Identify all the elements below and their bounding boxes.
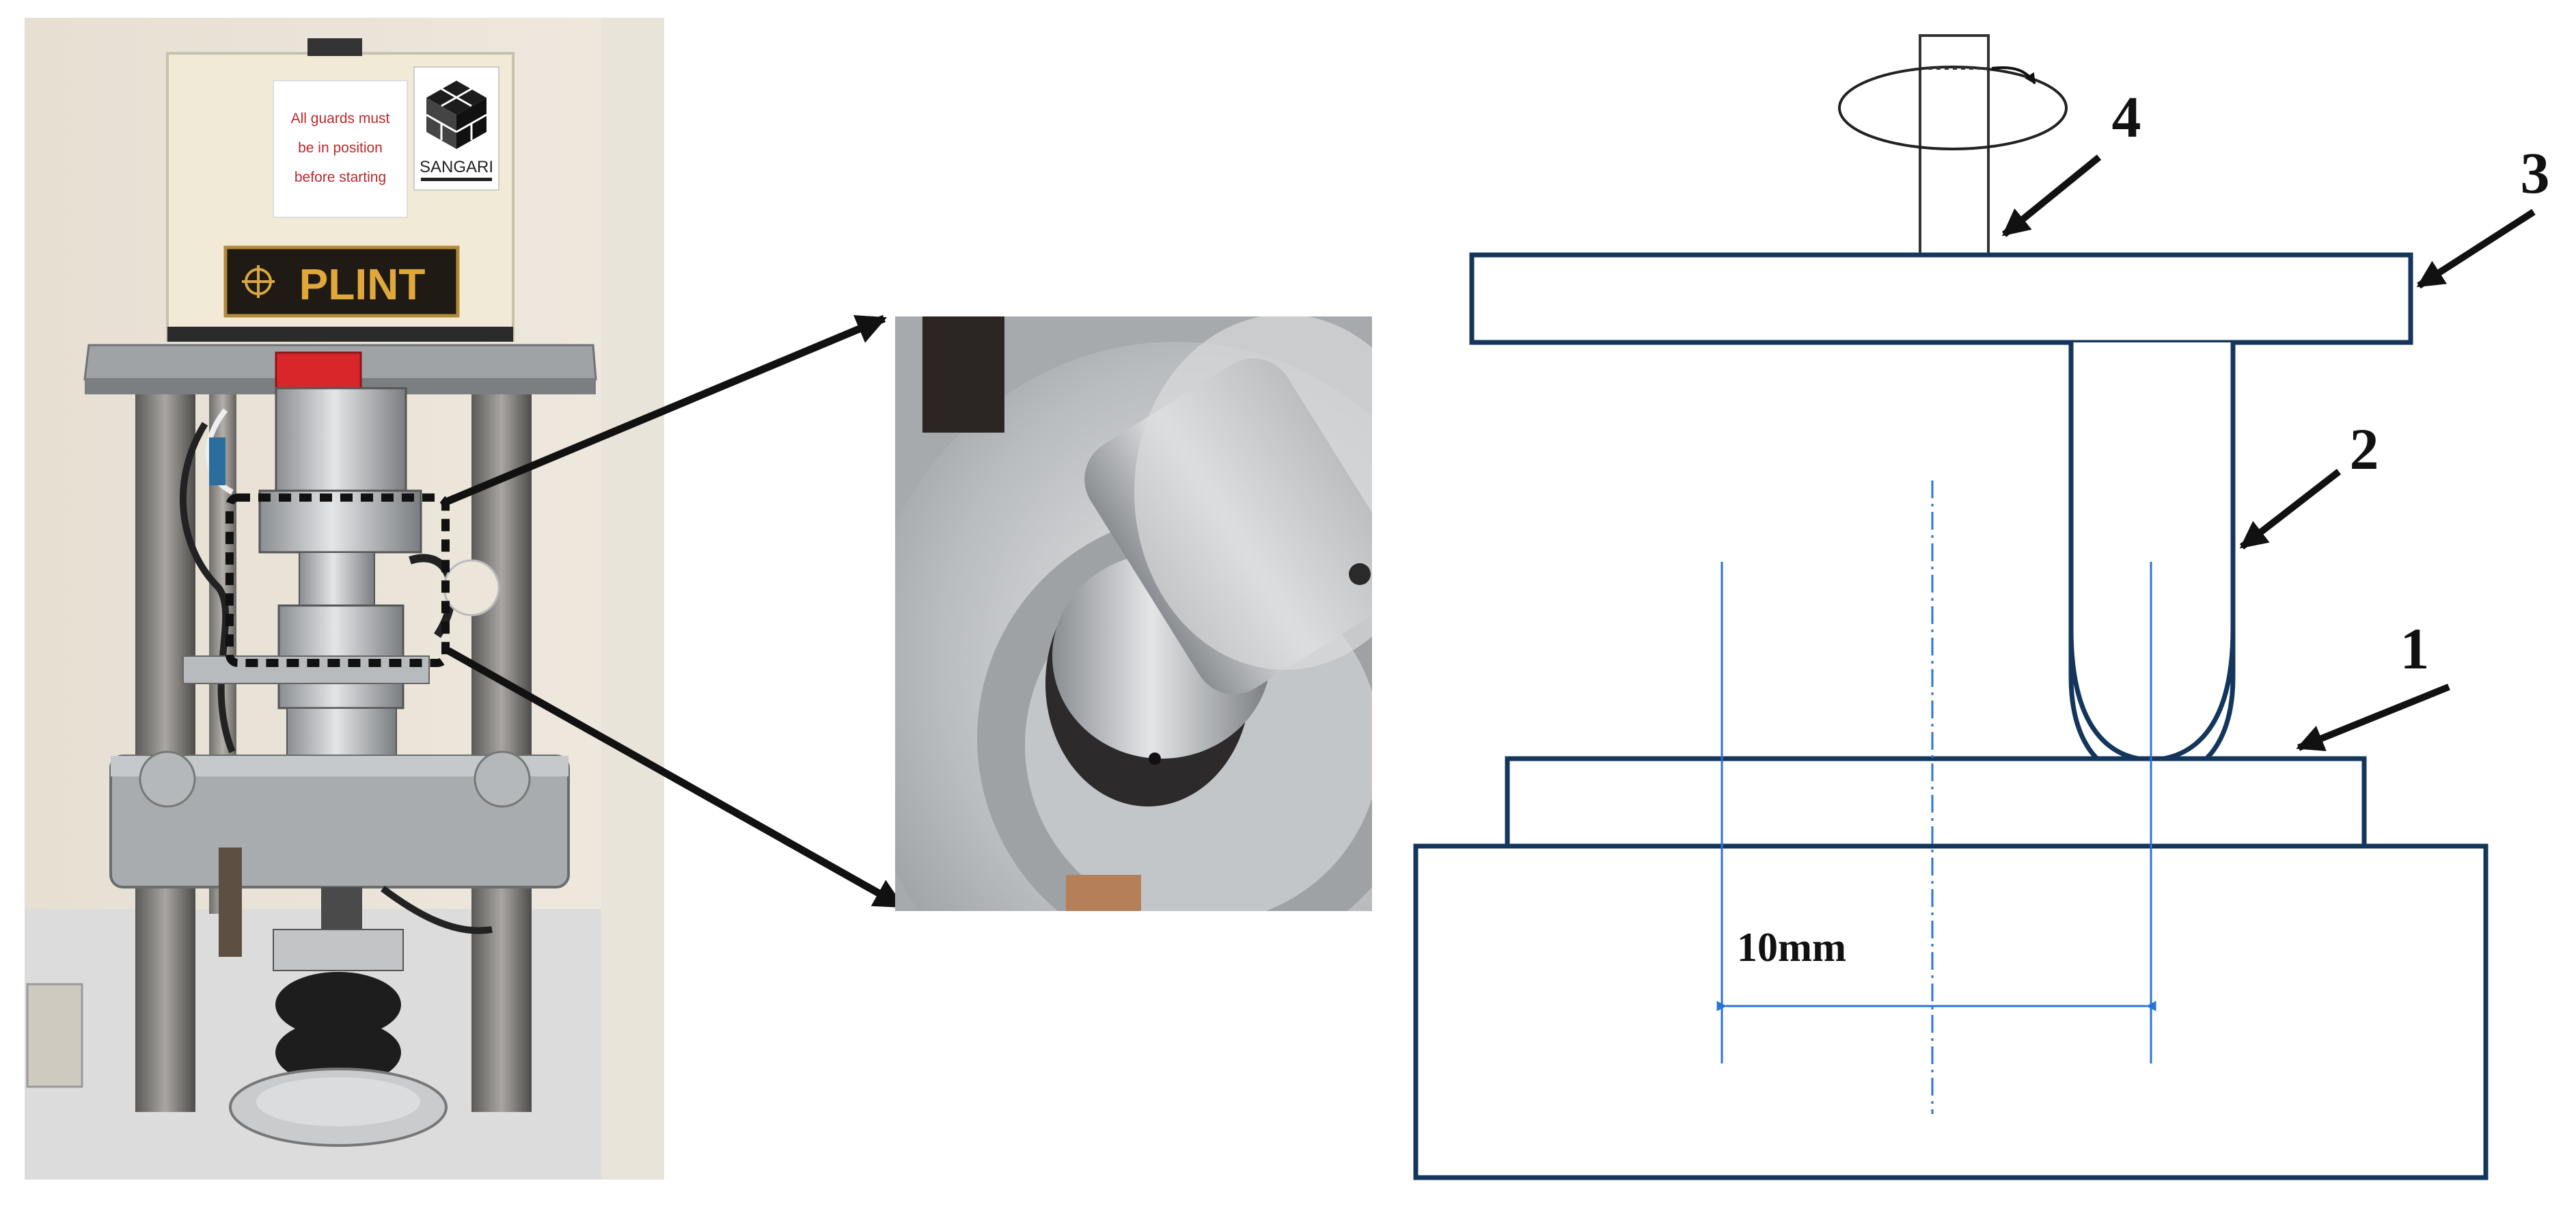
plint-plate: PLINT (223, 245, 460, 318)
zoom-photo (895, 316, 1372, 911)
disc (1505, 756, 2367, 849)
warning-sign: All guards must be in position before st… (273, 80, 408, 218)
warning-line-2: be in position (298, 140, 383, 156)
callout-arrow-1 (2296, 683, 2450, 752)
rotation-arrow-icon (1991, 66, 2036, 85)
zoom-arrow-top (446, 314, 888, 505)
callout-arrow-4 (2001, 154, 2102, 237)
sangari-logo: SANGARI (413, 66, 499, 191)
callout-arrow-2 (2239, 469, 2342, 550)
warning-line-1: All guards must (291, 111, 390, 126)
warning-line-3: before starting (294, 169, 386, 185)
crosshair-logo-icon (242, 265, 275, 298)
upper-holder (1469, 252, 2413, 345)
callout-4: 4 (2112, 84, 2141, 150)
callout-3: 3 (2521, 140, 2550, 206)
dimension-label: 10mm (1737, 925, 1846, 970)
callout-1: 1 (2400, 616, 2430, 681)
zoom-arrow-bottom (446, 647, 905, 910)
callout-2: 2 (2350, 416, 2379, 482)
base (1413, 843, 2489, 1180)
schematic-diagram: 10mm 1 2 3 4 (1413, 34, 2550, 1180)
highlight-box (225, 493, 450, 667)
brand-logo-text: SANGARI (420, 158, 493, 176)
cube-logo-icon (426, 81, 487, 149)
callout-arrow-3 (2416, 208, 2536, 289)
machine-photo: All guards must be in position before st… (25, 18, 664, 1180)
machine-name-text: PLINT (299, 260, 426, 309)
